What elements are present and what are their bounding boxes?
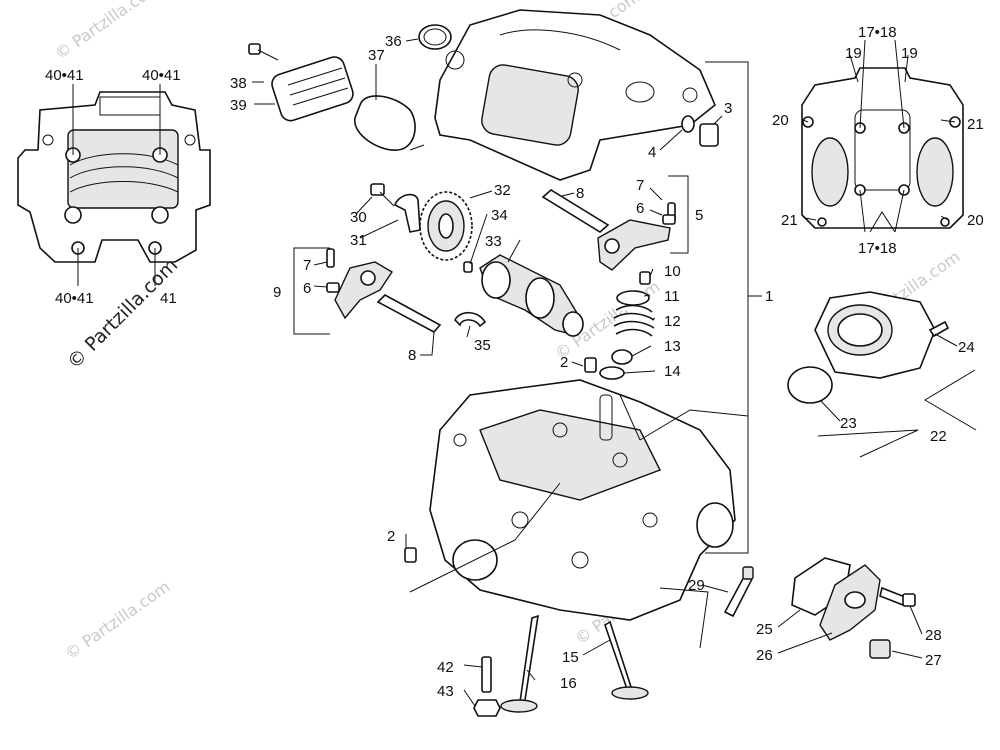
callout-21: 21 (781, 212, 798, 229)
callout-17-18: 17•18 (858, 24, 897, 41)
callout-34: 34 (491, 207, 508, 224)
washer-4 (681, 115, 695, 133)
callout-27: 27 (925, 652, 942, 669)
callout-22: 22 (930, 428, 947, 445)
callout-2: 2 (387, 528, 395, 545)
callout-13: 13 (664, 338, 681, 355)
cam-sprocket-32 (419, 191, 473, 261)
callout-9: 9 (273, 284, 281, 301)
callout-26: 26 (756, 647, 773, 664)
dowel-2-lower (404, 547, 417, 563)
callout-41: 41 (160, 290, 177, 307)
watermark-faint: © Partzilla.com (51, 0, 163, 63)
rocker-shaft-8-lower (376, 294, 442, 334)
head-end-view (801, 39, 964, 233)
callout-43: 43 (437, 683, 454, 700)
callout-28: 28 (925, 627, 942, 644)
callout-37: 37 (368, 47, 385, 64)
rocker-shaft-8-upper (541, 189, 610, 233)
retainer-11 (616, 290, 650, 306)
callout-24: 24 (958, 339, 975, 356)
callout-30: 30 (350, 209, 367, 226)
bolt-28 (879, 586, 916, 607)
callout-16: 16 (560, 675, 577, 692)
pin-34 (463, 261, 473, 273)
callout-39: 39 (230, 97, 247, 114)
stud-42 (481, 656, 492, 693)
exhaust-valve-15 (604, 620, 649, 700)
callout-42: 42 (437, 659, 454, 676)
bolt-38 (248, 43, 279, 61)
chain-guide-31 (394, 193, 421, 233)
watermark-main: © Partzilla.com (63, 254, 182, 373)
watermark-faint: © Partzilla.com (61, 577, 173, 663)
callout-8: 8 (576, 185, 584, 202)
callout-7: 7 (636, 177, 644, 194)
callout-5: 5 (695, 207, 703, 224)
intake-valve-16 (500, 614, 539, 713)
callout-labels: 40•41 40•41 40•41 41 36 37 38 39 3 4 17•… (45, 24, 984, 700)
callout-40-41: 40•41 (142, 67, 181, 84)
callout-4: 4 (648, 144, 656, 161)
callout-31: 31 (350, 232, 367, 249)
callout-3: 3 (724, 100, 732, 117)
callout-12: 12 (664, 313, 681, 330)
o-ring-23 (787, 366, 833, 404)
valve-seal-13 (611, 349, 633, 365)
callout-14: 14 (664, 363, 681, 380)
callout-8: 8 (408, 347, 416, 364)
callout-15: 15 (562, 649, 579, 666)
nut-43 (473, 699, 501, 717)
head-top-view (17, 84, 211, 286)
callout-21: 21 (967, 116, 984, 133)
callout-25: 25 (756, 621, 773, 638)
intake-boot-22 (814, 291, 936, 379)
valve-spring-12 (613, 304, 655, 337)
callout-7: 7 (303, 257, 311, 274)
callout-6: 6 (303, 280, 311, 297)
callout-36: 36 (385, 33, 402, 50)
callout-20: 20 (967, 212, 984, 229)
callout-40-41: 40•41 (45, 67, 84, 84)
dowel-2-upper (584, 357, 597, 373)
callout-19: 19 (901, 45, 918, 62)
callout-11: 11 (664, 288, 680, 305)
cylinder-head-1 (429, 379, 736, 621)
rocker-arm-5 (597, 219, 671, 271)
callout-23: 23 (840, 415, 857, 432)
callout-38: 38 (230, 75, 247, 92)
callout-35: 35 (474, 337, 491, 354)
sensor-27 (869, 639, 891, 659)
camshaft-33 (479, 254, 584, 337)
callout-29: 29 (688, 577, 705, 594)
callout-19: 19 (845, 45, 862, 62)
valve-cover (434, 9, 716, 181)
callout-33: 33 (485, 233, 502, 250)
callout-2: 2 (560, 354, 568, 371)
thermostat-housing-26 (819, 564, 881, 641)
rocker-arm-9 (334, 261, 393, 320)
callout-40-41: 40•41 (55, 290, 94, 307)
spark-plug-29 (723, 566, 754, 618)
callout-20: 20 (772, 112, 789, 129)
nut-6-lower (326, 282, 340, 293)
callout-32: 32 (494, 182, 511, 199)
bolt-30 (370, 183, 395, 207)
callout-6: 6 (636, 200, 644, 217)
spring-seat-14 (599, 366, 625, 380)
callout-1: 1 (765, 288, 773, 305)
callout-17-18: 17•18 (858, 240, 897, 257)
clip-35 (454, 311, 487, 328)
keeper-10 (639, 271, 651, 285)
plug-3 (699, 123, 719, 147)
callout-10: 10 (664, 263, 681, 280)
adjuster-screw-7-lower (326, 248, 335, 268)
cover-plate-39 (271, 56, 354, 122)
gasket-37 (354, 95, 416, 151)
bolt-24 (928, 320, 950, 338)
leader-lines (252, 38, 977, 707)
nut-6-upper (662, 214, 676, 225)
